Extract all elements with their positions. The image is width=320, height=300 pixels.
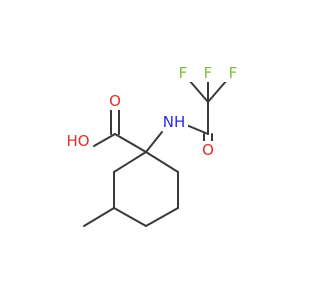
carboxyl-oxygen-label: O [109, 92, 121, 110]
fluorine-3-bg [224, 64, 242, 82]
amide-oxygen-bg [198, 141, 218, 159]
chemical-structure-diagram: O HO NH O F F F [63, 64, 242, 227]
fluorine-1-bg [174, 64, 192, 82]
amide-nitrogen-bg [160, 113, 188, 131]
atom-labels: O HO NH O F F F [63, 64, 242, 159]
ring-bond-c1-c2 [113, 151, 147, 173]
carboxyl-carbon-bond [114, 133, 147, 153]
cf-bond-left [188, 79, 209, 103]
cf-bond-right [207, 79, 228, 103]
amide-oxygen-label: O [202, 141, 214, 159]
fluorine-2-label: F [204, 64, 213, 82]
amide-nitrogen-label: NH [163, 113, 186, 131]
hydroxyl-bg [63, 132, 93, 150]
ring-bond-c3-c4 [113, 207, 147, 227]
hydroxyl-bond [93, 133, 116, 147]
hydroxyl-label: HO [66, 132, 89, 150]
ring-bond-c4-c5 [145, 207, 179, 227]
ring-bond-c6-c1 [145, 151, 179, 173]
fluorine-2-bg [199, 64, 217, 82]
carboxyl-oxygen-bg [105, 92, 125, 110]
fluorine-3-label: F [229, 64, 238, 82]
methyl-bond [83, 207, 115, 227]
c1-nitrogen-bond [145, 131, 163, 153]
fluorine-1-label: F [179, 64, 188, 82]
